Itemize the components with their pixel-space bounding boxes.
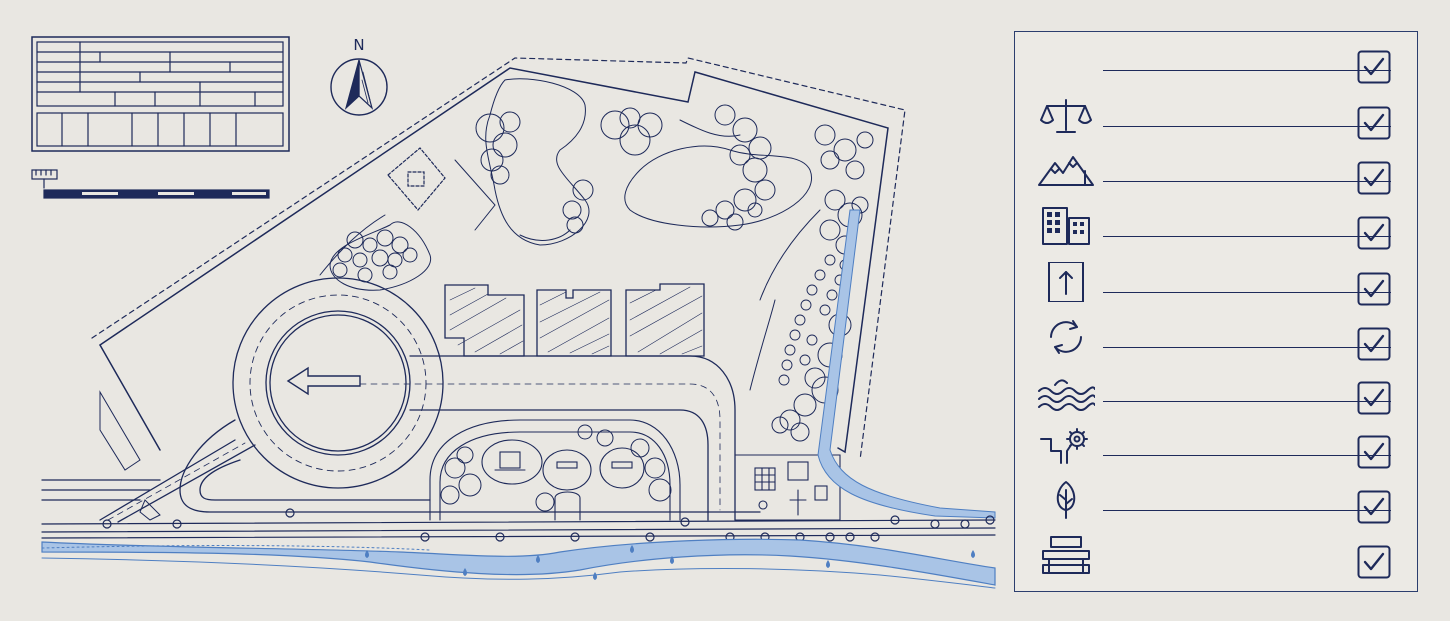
checkbox-checked[interactable]: [1357, 161, 1391, 195]
property-boundary-dashed: [91, 57, 906, 461]
site-entrance: [99, 390, 161, 521]
checklist-row: [1015, 472, 1419, 527]
buildings-icon: [1037, 206, 1095, 246]
roads: [41, 355, 761, 523]
main-road: [41, 508, 996, 542]
vegetation: [332, 104, 874, 512]
checklist-row: [1015, 198, 1419, 253]
gazebo: [387, 147, 446, 211]
checklist-line: [1103, 455, 1391, 456]
bench-icon: [1037, 535, 1095, 575]
checkbox-checked[interactable]: [1357, 435, 1391, 469]
stream-right: [817, 209, 996, 519]
property-boundary: [99, 67, 889, 454]
checklist-row: [1015, 143, 1419, 198]
north-compass: [330, 58, 388, 116]
checkbox-checked[interactable]: [1357, 381, 1391, 415]
pipe-gear-icon: [1037, 425, 1095, 465]
justice-scale-icon: [1037, 96, 1095, 136]
checklist-line: [1103, 510, 1391, 511]
lawn-paths: [319, 78, 821, 391]
roundabout: [232, 277, 444, 489]
checkbox-checked[interactable]: [1357, 545, 1391, 579]
playground: [429, 419, 681, 521]
utility-area: [734, 454, 841, 521]
checkbox-checked[interactable]: [1357, 50, 1391, 84]
arrow-up-box-icon: [1037, 261, 1095, 303]
scale-bar: [31, 169, 270, 199]
checklist-line: [1103, 181, 1391, 182]
checklist-row: [1015, 88, 1419, 143]
mountains-icon: [1037, 151, 1095, 191]
checklist-panel: [1014, 31, 1418, 592]
checklist-row: [1015, 32, 1419, 87]
river-bottom: [41, 538, 996, 586]
buildings: [444, 283, 705, 357]
checklist-row: [1015, 309, 1419, 364]
checklist-row: [1015, 417, 1419, 472]
checklist-line: [1103, 236, 1391, 237]
checklist-row: [1015, 363, 1419, 418]
checklist-line: [1103, 292, 1391, 293]
site-plan-drawing: N: [31, 36, 996, 589]
checklist-line: [1103, 126, 1391, 127]
checklist-line: [1103, 347, 1391, 348]
north-label: N: [353, 36, 364, 54]
title-block: [31, 36, 290, 152]
recycle-arrows-icon: [1037, 317, 1095, 357]
checklist-line: [1103, 70, 1391, 71]
checkbox-checked[interactable]: [1357, 272, 1391, 306]
checkbox-checked[interactable]: [1357, 106, 1391, 140]
checklist-row: [1015, 254, 1419, 309]
tree-icon: [1037, 480, 1095, 520]
checklist-line: [1103, 401, 1391, 402]
checkbox-checked[interactable]: [1357, 490, 1391, 524]
water-waves-icon: [1037, 371, 1096, 411]
water-drops: [365, 545, 975, 580]
checklist-row: [1015, 527, 1419, 582]
river-banks: [41, 545, 996, 589]
checkbox-checked[interactable]: [1357, 327, 1391, 361]
checkbox-checked[interactable]: [1357, 216, 1391, 250]
